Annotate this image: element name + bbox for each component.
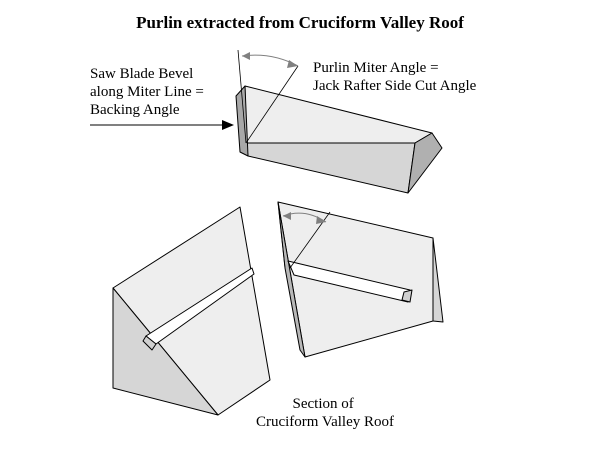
- saw-blade-arrow: [90, 120, 234, 130]
- saw-blade-label-line-1: Saw Blade Bevel: [90, 66, 193, 82]
- purlin-end-face: [407, 132, 443, 194]
- purlin-arc-arrow-left: [242, 52, 250, 60]
- purlin-miter-angle-marker: [237, 49, 299, 144]
- section-label-line-2: Cruciform Valley Roof: [256, 414, 394, 430]
- roof-arc-arrow-right: [316, 216, 326, 224]
- left-roof-section: [112, 206, 271, 416]
- roof-arc-arrow-left: [283, 212, 291, 220]
- purlin-angle-line-right: [245, 65, 299, 144]
- purlin-miter-label-line-1: Purlin Miter Angle =: [313, 60, 439, 76]
- purlin-miter-label-line-2: Jack Rafter Side Cut Angle: [313, 78, 477, 94]
- section-label-line-1: Section of: [293, 396, 354, 412]
- right-roof-slot-notch: [401, 289, 413, 303]
- saw-blade-label-line-3: Backing Angle: [90, 102, 180, 118]
- saw-blade-label: Saw Blade Bevel along Miter Line = Backi…: [90, 66, 208, 118]
- purlin-top-face: [244, 85, 433, 144]
- purlin-miter-label: Purlin Miter Angle = Jack Rafter Side Cu…: [313, 60, 477, 94]
- roof-angle-line-left: [277, 201, 286, 269]
- purlin-miter-face: [235, 85, 249, 157]
- roof-miter-angle-marker: [277, 201, 331, 269]
- purlin-front-face: [245, 142, 416, 194]
- left-roof-end-face: [112, 287, 219, 416]
- section-label: Section of Cruciform Valley Roof: [256, 396, 394, 430]
- purlin-angle-line-left: [237, 49, 247, 144]
- purlin-piece: [235, 85, 443, 194]
- saw-blade-label-line-2: along Miter Line =: [90, 84, 204, 100]
- left-roof-slot-notch: [142, 335, 157, 351]
- right-roof-end-face: [432, 237, 444, 323]
- purlin-arc-arrow-right: [287, 60, 298, 68]
- right-roof-section: [277, 201, 444, 358]
- diagram-title: Purlin extracted from Cruciform Valley R…: [136, 13, 464, 32]
